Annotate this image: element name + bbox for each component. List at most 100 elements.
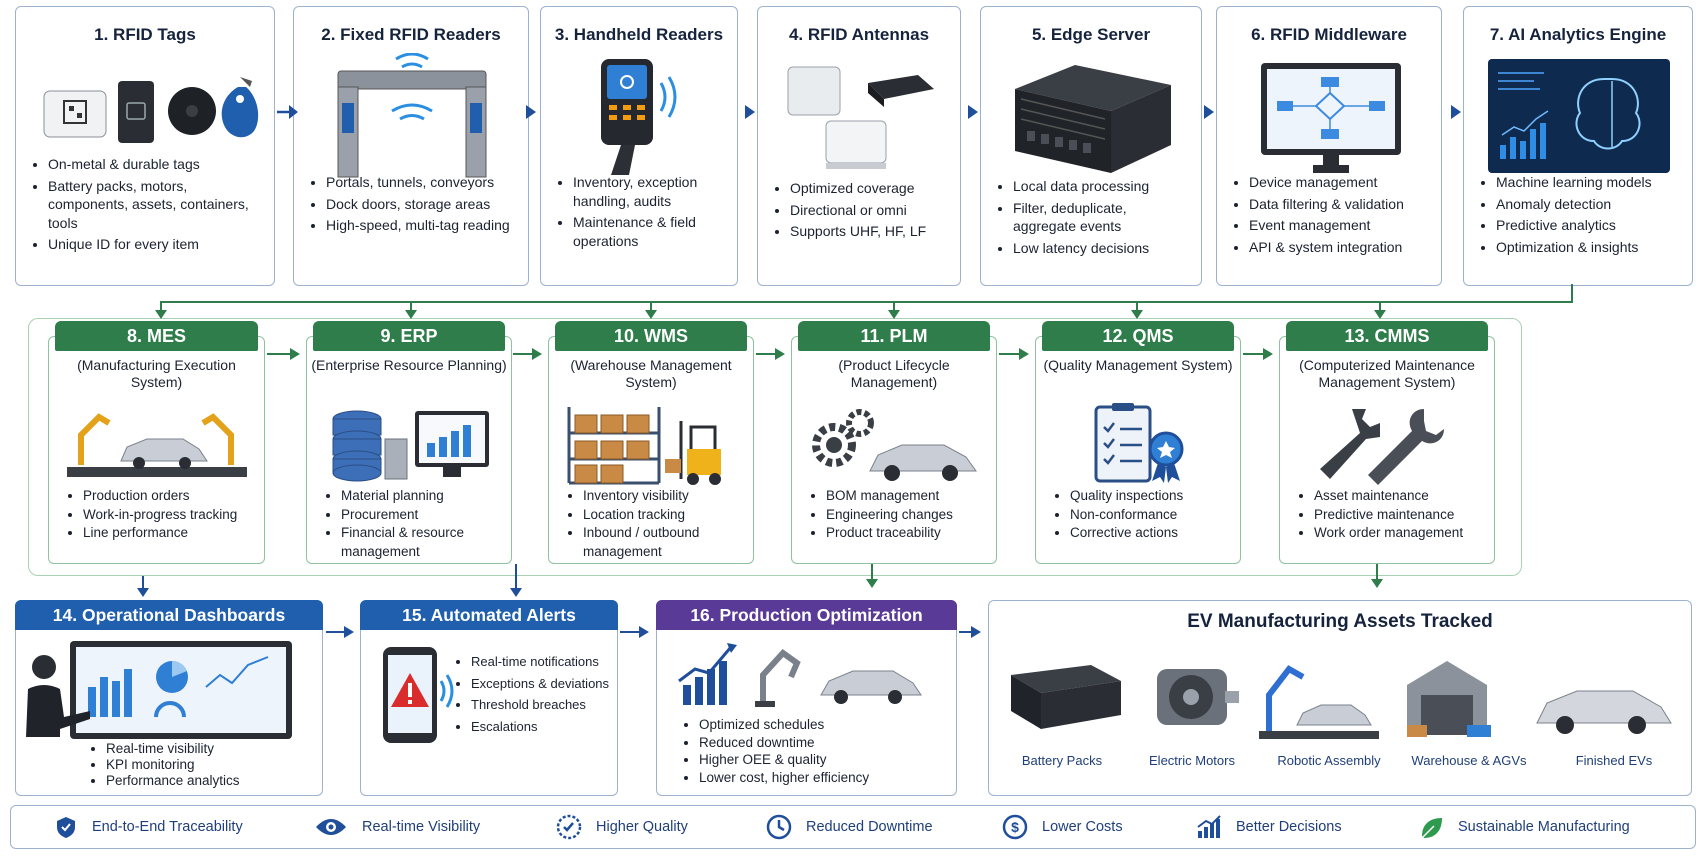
card-handheld-readers: 3. Handheld Readers Inventory, exception… — [540, 6, 738, 286]
asset-label-robotic-assembly: Robotic Assembly — [1277, 753, 1381, 768]
bullet: Dock doors, storage areas — [326, 195, 520, 214]
card-rfid-middleware: 6. RFID Middleware Device management Dat… — [1216, 6, 1442, 286]
warehouse-agv-icon — [1407, 661, 1491, 737]
bullet: Location tracking — [583, 506, 747, 525]
battery-pack-icon — [1011, 665, 1121, 729]
bullet: Non-conformance — [1070, 506, 1234, 525]
dollar-icon: $ — [1002, 814, 1028, 840]
bullet: Optimized schedules — [699, 716, 869, 734]
benefit-quality: Higher Quality — [556, 805, 688, 849]
benefit-decisions: Better Decisions — [1196, 805, 1342, 849]
bullet: BOM management — [826, 487, 990, 506]
bullet: Unique ID for every item — [48, 235, 266, 254]
card-cmms: 13. CMMS (Computerized Maintenance Manag… — [1279, 321, 1495, 564]
row2-flow-arrows — [137, 348, 1383, 597]
bullet: Event management — [1249, 216, 1433, 235]
bullet: Threshold breaches — [471, 694, 609, 716]
card-title: 11. PLM — [798, 321, 990, 351]
card-automated-alerts: 15. Automated Alerts Real-time notificat… — [360, 600, 618, 796]
quality-badge-icon — [556, 814, 582, 840]
benefit-sustainable: Sustainable Manufacturing — [1418, 805, 1630, 849]
bullet: Line performance — [83, 524, 258, 543]
asset-label-battery-packs: Battery Packs — [1021, 753, 1103, 768]
assets-title: EV Manufacturing Assets Tracked — [1187, 611, 1493, 632]
bullet-list: Real-time visibility KPI monitoring Perf… — [88, 741, 240, 789]
integration-band — [28, 318, 1522, 576]
shield-check-icon — [57, 817, 75, 838]
bullet: Escalations — [471, 716, 609, 738]
benefit-visibility: Real-time Visibility — [314, 805, 480, 849]
bullet: Real-time notifications — [471, 651, 609, 673]
bullet: Product traceability — [826, 524, 990, 543]
card-operational-dashboards: 14. Operational Dashboards Real-time vis… — [15, 600, 323, 796]
card-qms: 12. QMS (Quality Management System) Qual… — [1035, 321, 1241, 564]
asset-label-electric-motors: Electric Motors — [1149, 753, 1235, 768]
electric-motor-icon — [1157, 669, 1239, 725]
bullet: Inventory visibility — [583, 487, 747, 506]
benefit-label: Lower Costs — [1042, 819, 1123, 835]
card-wms: 10. WMS (Warehouse Management System) In… — [548, 321, 754, 564]
svg-text:$: $ — [1011, 819, 1019, 835]
card-title: 3. Handheld Readers — [554, 25, 724, 44]
assets-icons — [1011, 661, 1672, 739]
bullet: Local data processing — [1013, 177, 1193, 196]
benefit-label: End-to-End Traceability — [92, 819, 243, 835]
edge-server-icon — [1015, 65, 1171, 173]
bullet: Material planning — [341, 487, 505, 506]
ev-assets-panel: EV Manufacturing Assets Tracked Batte — [988, 600, 1692, 796]
bullet: Battery packs, motors, components, asset… — [48, 177, 266, 233]
bullet: Production orders — [83, 487, 258, 506]
card-title: 12. QMS — [1042, 321, 1234, 351]
bullet: Optimization & insights — [1496, 238, 1684, 257]
card-title: 6. RFID Middleware — [1251, 25, 1407, 44]
card-title: 15. Automated Alerts — [360, 600, 618, 630]
robotic-assembly-icon — [1259, 665, 1379, 739]
benefit-label: Better Decisions — [1236, 819, 1342, 835]
alert-phone-icon — [383, 647, 454, 743]
card-subtitle: (Computerized Maintenance Management Sys… — [1299, 357, 1475, 390]
rfid-tags-icon — [43, 77, 259, 143]
benefit-label: Reduced Downtime — [806, 819, 933, 835]
benefit-traceability: End-to-End Traceability — [54, 805, 243, 849]
card-plm: 11. PLM (Product Lifecycle Management) B… — [791, 321, 997, 564]
bullet: Predictive analytics — [1496, 216, 1684, 235]
bullet: Filter, deduplicate, aggregate events — [1013, 199, 1193, 236]
gears-car-icon — [812, 409, 977, 481]
bullet: Performance analytics — [106, 773, 240, 789]
bullet: Reduced downtime — [699, 734, 869, 752]
database-chart-icon — [332, 410, 489, 482]
eye-icon — [316, 819, 346, 835]
card-title: 16. Production Optimization — [656, 600, 957, 630]
card-title: 1. RFID Tags — [94, 25, 196, 44]
bullet: Procurement — [341, 506, 505, 525]
card-production-optimization: 16. Production Optimization Optimized sc… — [656, 600, 957, 796]
card-ai-analytics: 7. AI Analytics Engine Machine learning … — [1463, 6, 1693, 286]
card-erp: 9. ERP (Enterprise Resource Planning) Ma… — [306, 321, 512, 564]
benefit-costs: $ Lower Costs — [1002, 805, 1123, 849]
card-title: 14. Operational Dashboards — [15, 600, 323, 630]
card-rfid-tags: 1. RFID Tags On-metal & durable tags Bat… — [15, 6, 275, 286]
card-subtitle: (Manufacturing Execution System) — [77, 357, 236, 390]
bullet: Corrective actions — [1070, 524, 1234, 543]
card-subtitle: (Quality Management System) — [1043, 357, 1233, 373]
bullet: Supports UHF, HF, LF — [790, 222, 952, 241]
bullet: Inbound / outbound management — [583, 524, 747, 561]
bullet: Directional or omni — [790, 201, 952, 220]
clock-icon — [766, 814, 792, 840]
row1-flow-arrows — [155, 105, 1573, 319]
ai-brain-icon — [1488, 59, 1670, 173]
bullet: Asset maintenance — [1314, 487, 1488, 506]
leaf-icon — [1421, 818, 1442, 839]
bullet: API & system integration — [1249, 238, 1433, 257]
bullet: Higher OEE & quality — [699, 751, 869, 769]
card-title: 5. Edge Server — [1031, 25, 1151, 44]
bullet: On-metal & durable tags — [48, 155, 266, 174]
card-mes: 8. MES (Manufacturing Execution System) … — [48, 321, 265, 564]
card-title: 7. AI Analytics Engine — [1489, 25, 1667, 44]
card-subtitle: (Product Lifecycle Management) — [838, 357, 950, 390]
assembly-line-icon — [67, 413, 247, 477]
bullet: Maintenance & field operations — [573, 213, 729, 250]
bullet: Engineering changes — [826, 506, 990, 525]
benefit-label: Higher Quality — [596, 819, 688, 835]
bullet: Portals, tunnels, conveyors — [326, 173, 520, 192]
